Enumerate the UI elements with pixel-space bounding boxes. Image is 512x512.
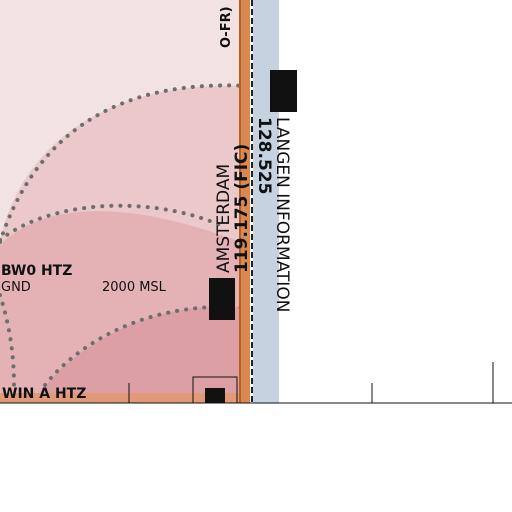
marker-box-letter: T <box>207 392 222 401</box>
amsterdam-fis-tag-bg <box>209 278 235 320</box>
fir-border-band <box>240 0 250 403</box>
langen-fis-tag: FIS <box>274 76 292 99</box>
marker-box <box>192 376 238 403</box>
airspace-zone-inner <box>40 306 248 403</box>
fir-boundary-blue <box>253 0 279 403</box>
langen-fis-tag-bg <box>270 70 297 112</box>
marker-box-tag <box>205 388 225 403</box>
htz-boundary-bw0 <box>0 203 222 242</box>
htz-boundary-outer <box>0 83 250 244</box>
top-clipped-label: O-FR) <box>219 6 234 48</box>
bw0-htz-upper-limit: 2000 MSL <box>102 280 167 295</box>
amsterdam-fis-tag: FIS <box>214 291 232 314</box>
bw0-htz-lower-limit: GND <box>1 280 31 295</box>
langen-information-name: LANGEN INFORMATION <box>272 117 292 312</box>
airspace-bottom-band <box>0 393 248 403</box>
amsterdam-fis-name: AMSTERDAM <box>214 164 234 273</box>
amsterdam-fis-frequency: 119.175 (FIC) <box>232 144 252 273</box>
bw0-htz-name: BW0 HTZ <box>1 263 72 279</box>
htz-boundary-left <box>0 293 16 387</box>
langen-information-frequency: 128.525 <box>254 117 274 194</box>
win-a-htz-name: WIN A HTZ <box>2 386 86 402</box>
